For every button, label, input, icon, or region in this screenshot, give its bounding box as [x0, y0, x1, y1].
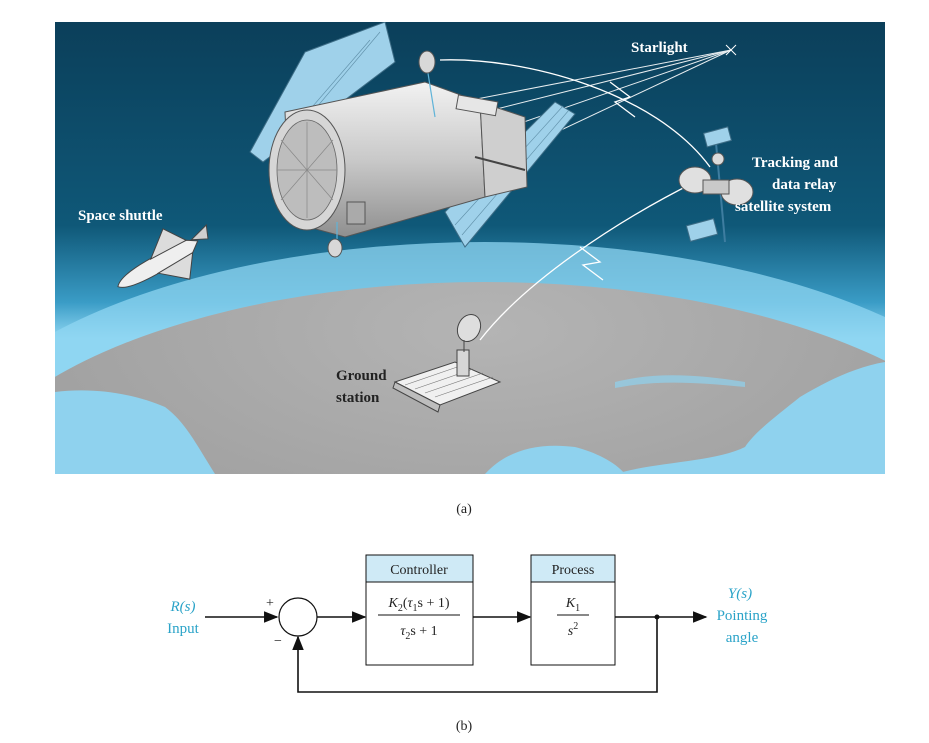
ocean-strip	[615, 375, 745, 388]
space-shuttle-label: Space shuttle	[78, 208, 163, 224]
tracking-label-line3: satellite system	[735, 199, 832, 215]
summing-junction	[278, 597, 318, 637]
ocean-bottom	[485, 445, 625, 474]
process-block: Process K1 s2	[530, 554, 616, 666]
hubble-illustration: Starlight Tracking and data relay satell…	[55, 22, 885, 474]
ocean-left	[55, 390, 215, 474]
hubble-telescope	[249, 22, 576, 258]
controller-block: Controller K2(τ1s + 1) τ2s + 1	[365, 554, 474, 666]
ground-station	[392, 313, 502, 413]
output-label-line1: Pointing	[717, 608, 768, 624]
feedback-path	[292, 617, 658, 693]
tdrs-satellite	[678, 126, 754, 243]
block-diagram: (a) R(s) Input + − Controller K2(τ1s + 1…	[167, 502, 768, 734]
controller-numerator: K2(τ1s + 1)	[387, 596, 449, 614]
ground-station-label-line2: station	[336, 390, 380, 406]
output-label-line2: angle	[726, 630, 759, 646]
process-numerator: K1	[565, 596, 580, 614]
input-label: Input	[167, 621, 199, 637]
space-shuttle	[117, 223, 209, 288]
caption-b: (b)	[456, 719, 473, 734]
process-title: Process	[552, 563, 595, 578]
process-denominator: s2	[568, 621, 578, 639]
output-symbol: Y(s)	[728, 586, 752, 602]
controller-denominator: τ2s + 1	[400, 624, 437, 642]
tracking-label-line2: data relay	[772, 177, 837, 193]
controller-title: Controller	[390, 563, 448, 578]
ocean-right	[615, 362, 885, 474]
starlight-label: Starlight	[631, 40, 688, 56]
minus-sign: −	[274, 634, 282, 649]
tracking-label-line1: Tracking and	[752, 155, 839, 171]
data-link-arcs	[439, 59, 711, 341]
ground-station-label-line1: Ground	[336, 368, 387, 384]
caption-a: (a)	[456, 502, 472, 517]
plus-sign: +	[266, 596, 274, 611]
starlight-rays	[434, 49, 732, 148]
input-symbol: R(s)	[170, 599, 196, 615]
